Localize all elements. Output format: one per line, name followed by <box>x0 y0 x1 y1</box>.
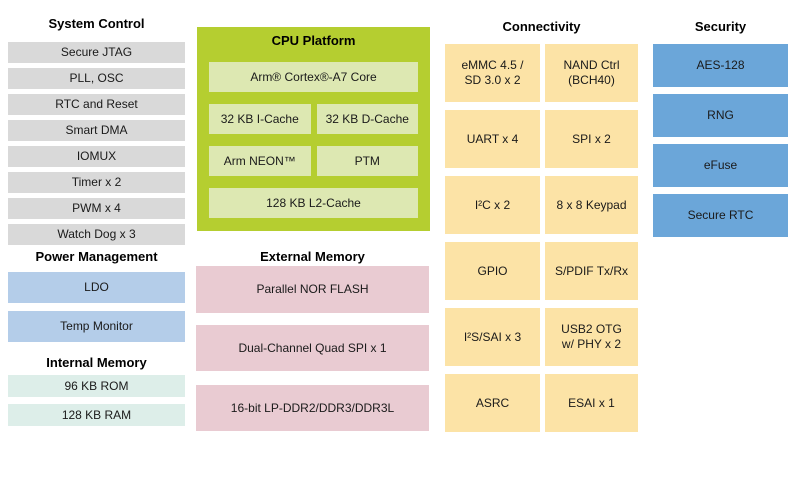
block-neon: Arm NEON™ <box>209 146 311 176</box>
block-cortex-a7-core: Arm® Cortex®-A7 Core <box>209 62 418 92</box>
block-spi: SPI x 2 <box>545 110 638 168</box>
external-memory-section: External Memory Parallel NOR FLASH Dual-… <box>196 250 429 431</box>
connectivity-section: Connectivity eMMC 4.5 / SD 3.0 x 2 NAND … <box>445 20 638 432</box>
block-lpddr2-ddr3: 16-bit LP-DDR2/DDR3/DDR3L <box>196 385 429 431</box>
section-title-cpu-platform: CPU Platform <box>271 33 356 48</box>
connectivity-grid: eMMC 4.5 / SD 3.0 x 2 NAND Ctrl (BCH40) … <box>445 44 638 432</box>
section-title-security: Security <box>694 19 747 34</box>
block-quad-spi: Dual-Channel Quad SPI x 1 <box>196 325 429 371</box>
block-keypad: 8 x 8 Keypad <box>545 176 638 234</box>
block-spdif: S/PDIF Tx/Rx <box>545 242 638 300</box>
block-iomux: IOMUX <box>8 146 185 167</box>
block-asrc: ASRC <box>445 374 540 432</box>
block-l2-cache: 128 KB L2-Cache <box>209 188 418 218</box>
block-timer: Timer x 2 <box>8 172 185 193</box>
section-title-external-memory: External Memory <box>260 249 365 264</box>
block-usb2-otg: USB2 OTG w/ PHY x 2 <box>545 308 638 366</box>
section-title-power-management: Power Management <box>35 249 158 264</box>
block-ptm: PTM <box>316 146 418 176</box>
security-section: Security AES-128 RNG eFuse Secure RTC <box>653 20 788 244</box>
block-parallel-nor-flash: Parallel NOR FLASH <box>196 266 429 313</box>
block-aes-128: AES-128 <box>653 44 788 87</box>
block-gpio: GPIO <box>445 242 540 300</box>
block-pwm: PWM x 4 <box>8 198 185 219</box>
block-i-cache: 32 KB I-Cache <box>209 104 311 134</box>
block-temp-monitor: Temp Monitor <box>8 311 185 342</box>
section-title-system-control: System Control <box>48 16 145 31</box>
block-nand-ctrl: NAND Ctrl (BCH40) <box>545 44 638 102</box>
block-smart-dma: Smart DMA <box>8 120 185 141</box>
block-pll-osc: PLL, OSC <box>8 68 185 89</box>
block-watch-dog: Watch Dog x 3 <box>8 224 185 245</box>
power-management-section: Power Management LDO Temp Monitor <box>8 250 185 350</box>
cpu-platform-section: CPU Platform Arm® Cortex®-A7 Core 32 KB … <box>197 27 430 231</box>
internal-memory-section: Internal Memory 96 KB ROM 128 KB RAM <box>8 356 185 433</box>
block-ram: 128 KB RAM <box>8 404 185 426</box>
block-rtc-and-reset: RTC and Reset <box>8 94 185 115</box>
block-uart: UART x 4 <box>445 110 540 168</box>
block-esai: ESAI x 1 <box>545 374 638 432</box>
block-i2s-sai: I²S/SAI x 3 <box>445 308 540 366</box>
section-title-connectivity: Connectivity <box>502 19 581 34</box>
block-emmc-sd: eMMC 4.5 / SD 3.0 x 2 <box>445 44 540 102</box>
block-secure-rtc: Secure RTC <box>653 194 788 237</box>
section-title-internal-memory: Internal Memory <box>46 355 147 370</box>
block-i2c: I²C x 2 <box>445 176 540 234</box>
block-efuse: eFuse <box>653 144 788 187</box>
block-d-cache: 32 KB D-Cache <box>316 104 418 134</box>
block-rng: RNG <box>653 94 788 137</box>
block-rom: 96 KB ROM <box>8 375 185 397</box>
block-ldo: LDO <box>8 272 185 303</box>
system-control-section: System Control Secure JTAG PLL, OSC RTC … <box>8 17 185 250</box>
block-secure-jtag: Secure JTAG <box>8 42 185 63</box>
